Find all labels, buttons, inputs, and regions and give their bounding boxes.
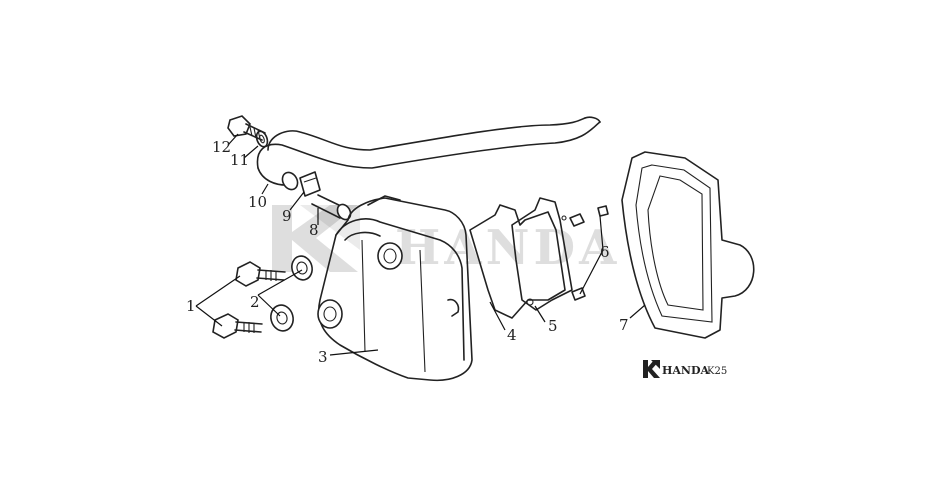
- callout-10: 10: [248, 193, 267, 211]
- part-outer-cover-7: [621, 151, 755, 339]
- callout-3: 3: [318, 348, 328, 366]
- callout-7: 7: [619, 316, 629, 334]
- brand-model: K25: [707, 366, 727, 377]
- part-breather-pipe: [311, 194, 352, 221]
- part-seal-plate-5: [511, 197, 573, 311]
- leader-lines: [195, 133, 646, 356]
- part-screws-6: [561, 205, 609, 301]
- callout-6: 6: [600, 243, 610, 261]
- callout-labels: 1 2 3 4 5 6 7 8 9 10 11 12: [186, 138, 629, 366]
- part-hose-clamp: [299, 171, 321, 197]
- part-cylinder-head-cover: [317, 195, 473, 382]
- callout-9: 9: [282, 207, 292, 225]
- brand-name: HANDA: [662, 364, 710, 377]
- part-washer-11: [255, 130, 269, 148]
- callout-4: 4: [507, 326, 517, 344]
- callout-12: 12: [212, 138, 231, 156]
- callout-2: 2: [250, 293, 260, 311]
- callout-1: 1: [186, 297, 196, 315]
- watermark: HANDA: [272, 205, 620, 276]
- part-breather-hose: [256, 116, 601, 191]
- part-bolts-1: [212, 261, 286, 339]
- part-gasket-4: [469, 204, 566, 319]
- callout-8: 8: [309, 221, 319, 239]
- callout-5: 5: [548, 317, 558, 335]
- part-grommets-2: [270, 255, 313, 332]
- callout-11: 11: [230, 151, 249, 169]
- brand-logo: HANDA K25: [643, 360, 727, 378]
- part-bolt-12: [227, 115, 266, 141]
- watermark-text: HANDA: [395, 220, 620, 276]
